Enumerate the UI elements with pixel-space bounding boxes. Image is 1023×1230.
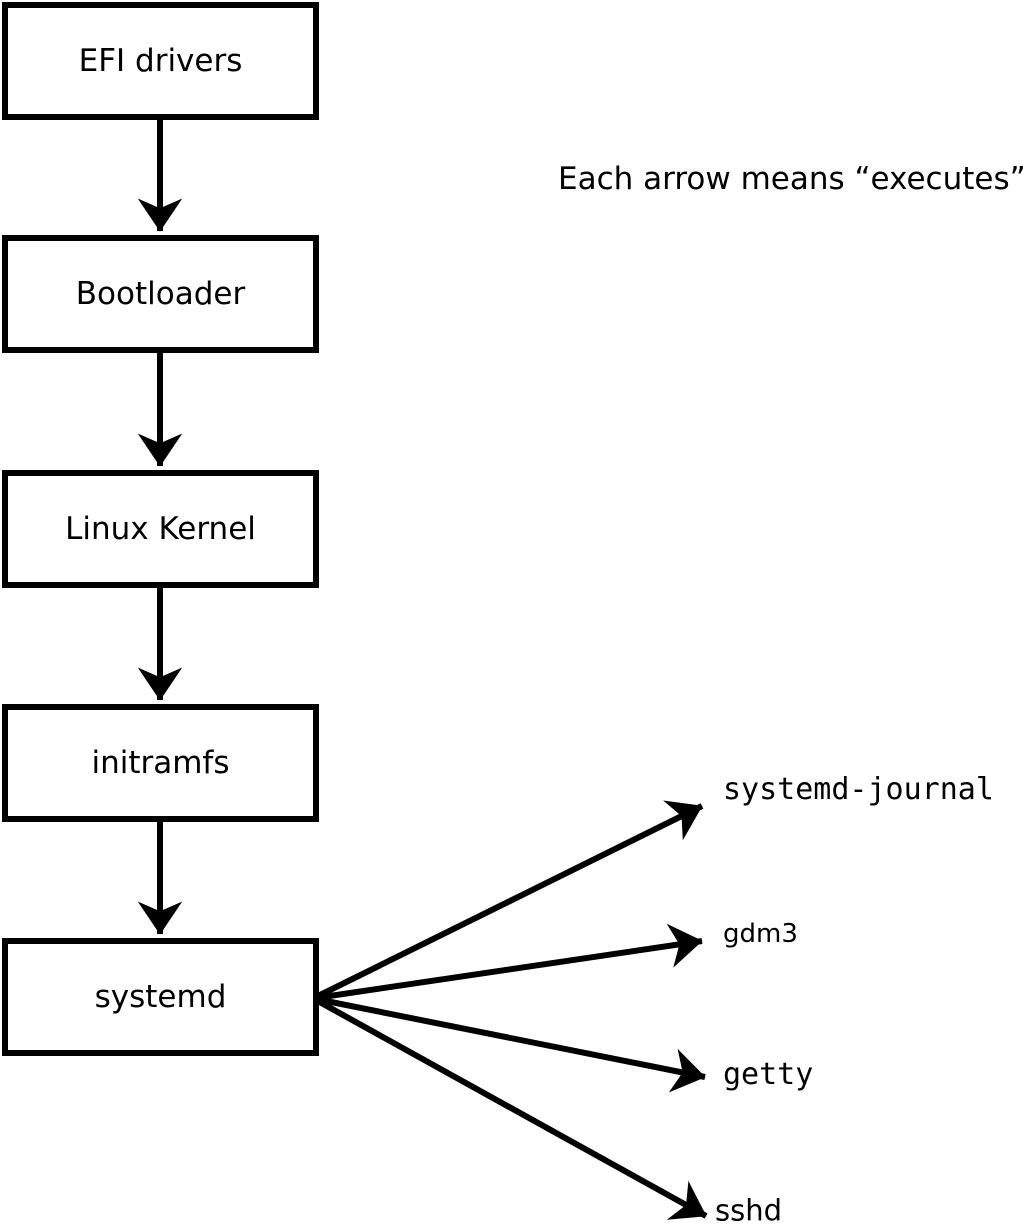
box-systemd-label: systemd (94, 978, 227, 1015)
box-bootloader: Bootloader (2, 235, 319, 353)
arrow-systemd-to-gdm3 (315, 923, 703, 1001)
arrow-systemd-to-sshd (314, 997, 708, 1220)
box-systemd: systemd (2, 938, 319, 1056)
box-linux-kernel-label: Linux Kernel (65, 510, 256, 547)
box-bootloader-label: Bootloader (75, 275, 246, 312)
arrow-systemd-to-getty (315, 996, 706, 1093)
box-linux-kernel: Linux Kernel (2, 470, 319, 588)
arrow-meaning-caption: Each arrow means “executes”. (558, 161, 1023, 197)
label-getty: getty (723, 1057, 814, 1092)
box-efi-drivers: EFI drivers (2, 2, 319, 120)
box-initramfs-label: initramfs (91, 744, 230, 781)
label-sshd: sshd (715, 1193, 783, 1228)
label-gdm3: gdm3 (723, 919, 798, 949)
label-systemd-journal: systemd-journal (723, 772, 994, 807)
box-initramfs: initramfs (2, 704, 319, 822)
arrow-systemd-to-journal (314, 800, 704, 1000)
box-efi-drivers-label: EFI drivers (78, 42, 243, 79)
